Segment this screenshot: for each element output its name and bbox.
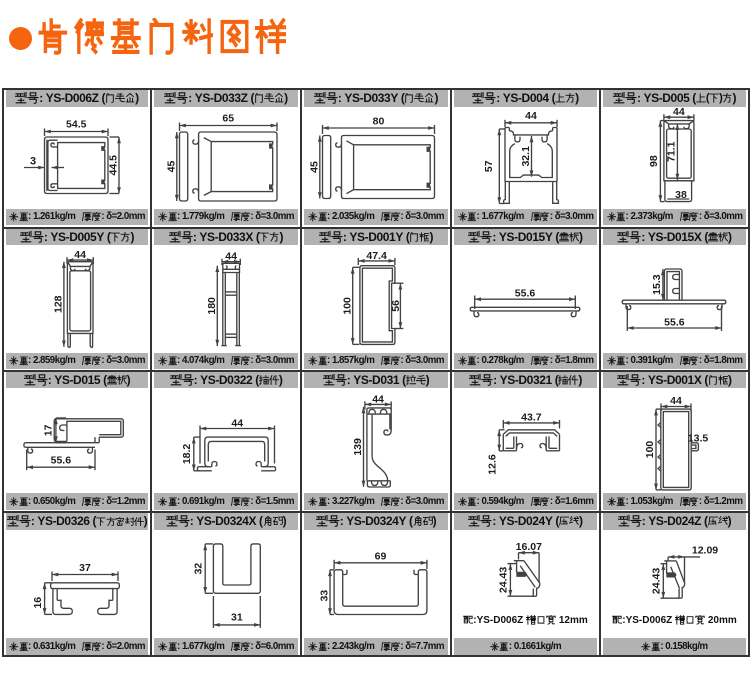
svg-text:16.07: 16.07 <box>516 541 542 553</box>
svg-text:44: 44 <box>231 417 243 429</box>
svg-text:180: 180 <box>206 297 218 315</box>
svg-text:33: 33 <box>318 590 330 602</box>
svg-text:44: 44 <box>225 251 237 263</box>
svg-text:128: 128 <box>53 295 65 313</box>
svg-text:17: 17 <box>43 424 55 436</box>
svg-text:69: 69 <box>375 550 387 562</box>
svg-text:18.2: 18.2 <box>181 443 193 464</box>
svg-text:65: 65 <box>222 113 234 125</box>
svg-text:55.6: 55.6 <box>664 316 685 328</box>
svg-text:139: 139 <box>352 437 364 455</box>
svg-text:3: 3 <box>30 156 36 168</box>
svg-text:47.4: 47.4 <box>366 250 387 262</box>
svg-text:98: 98 <box>648 155 660 167</box>
svg-text:12.6: 12.6 <box>487 454 499 475</box>
svg-text:45: 45 <box>308 161 320 173</box>
svg-text:56: 56 <box>390 300 402 312</box>
svg-text:44: 44 <box>74 249 86 261</box>
svg-text:13.5: 13.5 <box>688 432 709 444</box>
svg-text:38: 38 <box>675 189 687 201</box>
svg-text:44.5: 44.5 <box>108 155 120 176</box>
svg-text:37: 37 <box>79 562 91 574</box>
svg-text:43.7: 43.7 <box>521 411 542 423</box>
svg-text:44: 44 <box>525 110 537 122</box>
svg-text:55.6: 55.6 <box>515 288 536 300</box>
svg-text:100: 100 <box>644 440 656 458</box>
svg-text:31: 31 <box>231 612 243 624</box>
svg-text:44: 44 <box>673 106 685 118</box>
svg-text:80: 80 <box>373 115 385 127</box>
svg-text:15.3: 15.3 <box>651 274 663 295</box>
svg-text:44: 44 <box>372 393 384 405</box>
svg-text:57: 57 <box>483 160 495 172</box>
svg-text:55.6: 55.6 <box>51 454 72 466</box>
svg-text:24.43: 24.43 <box>651 568 663 594</box>
svg-text:54.5: 54.5 <box>66 119 87 131</box>
svg-text:45: 45 <box>165 161 177 173</box>
svg-text:44: 44 <box>670 395 682 407</box>
svg-text:71.1: 71.1 <box>666 141 678 162</box>
svg-text:24.43: 24.43 <box>498 567 510 593</box>
svg-text:100: 100 <box>342 297 354 315</box>
svg-text:16: 16 <box>32 597 44 609</box>
svg-text:12.09: 12.09 <box>692 545 718 557</box>
svg-text:32.1: 32.1 <box>520 146 532 167</box>
svg-text:32: 32 <box>193 563 205 575</box>
